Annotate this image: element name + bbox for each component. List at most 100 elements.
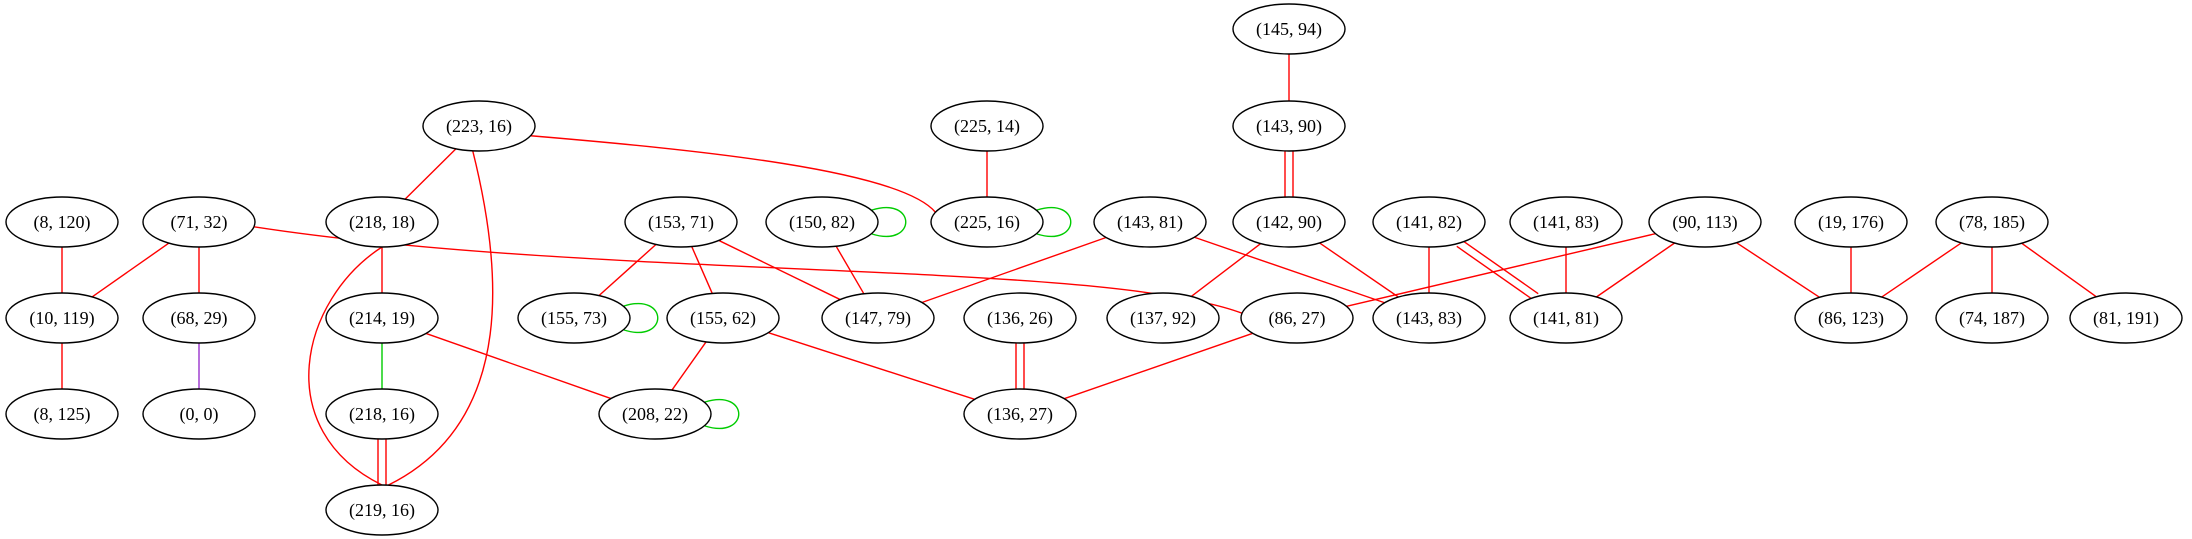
node-86-123: (86, 123): [1794, 292, 1908, 344]
edge-150-82-to-147-79: [835, 245, 865, 295]
edge-223-16-to-218-18: [404, 148, 457, 200]
node-label: (141, 83): [1533, 212, 1599, 233]
node-136-26: (136, 26): [963, 292, 1077, 344]
node-225-14: (225, 14): [930, 100, 1044, 152]
edge-143-81-to-147-79: [921, 236, 1107, 304]
node-ellipse: [1935, 196, 2049, 248]
self-loop-edge-155-73: [623, 303, 659, 333]
node-90-113: (90, 113): [1648, 196, 1762, 248]
node-143-81: (143, 81): [1093, 196, 1207, 248]
edge-155-62-to-208-22: [671, 341, 707, 391]
edge-141-82-to-141-81: [1460, 239, 1539, 295]
node-19-176: (19, 176): [1794, 196, 1908, 248]
node-ellipse: [821, 292, 935, 344]
node-137-92: (137, 92): [1106, 292, 1220, 344]
node-143-90: (143, 90): [1232, 100, 1346, 152]
edge-153-71-to-155-73: [598, 243, 657, 297]
node-label: (218, 16): [349, 404, 415, 425]
node-label: (143, 90): [1256, 116, 1322, 137]
node-ellipse: [765, 196, 879, 248]
edge-71-32-to-10-119: [91, 242, 170, 298]
nodes-layer: (145, 94)(143, 90)(142, 90)(223, 16)(225…: [5, 3, 2183, 536]
node-ellipse: [2069, 292, 2183, 344]
node-label: (8, 120): [34, 212, 91, 233]
node-219-16: (219, 16): [325, 484, 439, 536]
node-143-83: (143, 83): [1372, 292, 1486, 344]
node-223-16: (223, 16): [422, 100, 536, 152]
node-label: (86, 27): [1269, 308, 1326, 329]
node-label: (8, 125): [34, 404, 91, 425]
edge-90-113-to-86-27: [1346, 232, 1656, 308]
edge-214-19-to-208-22: [425, 332, 612, 400]
node-label: (150, 82): [789, 212, 855, 233]
node-ellipse: [930, 196, 1044, 248]
node-ellipse: [598, 388, 712, 440]
node-label: (68, 29): [171, 308, 228, 329]
node-68-29: (68, 29): [142, 292, 256, 344]
node-155-62: (155, 62): [666, 292, 780, 344]
node-label: (0, 0): [180, 404, 219, 425]
node-label: (225, 14): [954, 116, 1020, 137]
node-218-16: (218, 16): [325, 388, 439, 440]
edge-223-16-to-225-16: [530, 135, 936, 213]
self-loop-edge-225-16: [1036, 207, 1072, 237]
edge-223-16-to-219-16: [387, 150, 494, 486]
node-78-185: (78, 185): [1935, 196, 2049, 248]
node-ellipse: [666, 292, 780, 344]
node-81-191: (81, 191): [2069, 292, 2183, 344]
node-ellipse: [1509, 196, 1623, 248]
edges-layer: [61, 54, 2097, 486]
node-label: (147, 79): [845, 308, 911, 329]
node-ellipse: [1372, 196, 1486, 248]
node-ellipse: [1232, 100, 1346, 152]
node-153-71: (153, 71): [624, 196, 738, 248]
node-label: (223, 16): [446, 116, 512, 137]
node-ellipse: [1232, 3, 1346, 55]
edge-153-71-to-155-62: [691, 246, 713, 294]
node-label: (86, 123): [1818, 308, 1884, 329]
node-147-79: (147, 79): [821, 292, 935, 344]
node-225-16: (225, 16): [930, 196, 1044, 248]
node-label: (219, 16): [349, 500, 415, 521]
edge-143-81-to-143-83: [1194, 236, 1385, 304]
node-ellipse: [963, 292, 1077, 344]
edge-155-62-to-136-27: [768, 331, 975, 401]
node-ellipse: [325, 196, 439, 248]
node-label: (143, 81): [1117, 212, 1183, 233]
node-ellipse: [1093, 196, 1207, 248]
node-label: (214, 19): [349, 308, 415, 329]
edge-142-90-to-143-83: [1319, 242, 1399, 298]
node-142-90: (142, 90): [1232, 196, 1346, 248]
node-ellipse: [1372, 292, 1486, 344]
node-ellipse: [1232, 196, 1346, 248]
node-86-27: (86, 27): [1240, 292, 1354, 344]
node-label: (218, 18): [349, 212, 415, 233]
node-ellipse: [325, 388, 439, 440]
node-ellipse: [142, 388, 256, 440]
node-label: (10, 119): [29, 308, 94, 329]
edge-90-113-to-141-81: [1596, 242, 1675, 298]
node-141-82: (141, 82): [1372, 196, 1486, 248]
node-label: (155, 62): [690, 308, 756, 329]
node-150-82: (150, 82): [765, 196, 879, 248]
node-ellipse: [5, 292, 119, 344]
edge-78-185-to-86-123: [1881, 242, 1962, 298]
edge-90-113-to-86-123: [1736, 242, 1820, 298]
node-8-120: (8, 120): [5, 196, 119, 248]
node-ellipse: [1794, 292, 1908, 344]
edge-142-90-to-137-92: [1190, 243, 1262, 297]
node-label: (136, 27): [987, 404, 1053, 425]
node-ellipse: [325, 484, 439, 536]
node-label: (208, 22): [622, 404, 688, 425]
node-ellipse: [142, 196, 256, 248]
node-label: (81, 191): [2093, 308, 2159, 329]
node-label: (155, 73): [541, 308, 607, 329]
node-136-27: (136, 27): [963, 388, 1077, 440]
edge-86-27-to-136-27: [1064, 332, 1253, 400]
node-label: (141, 82): [1396, 212, 1462, 233]
node-label: (153, 71): [648, 212, 714, 233]
edge-141-82-to-141-81: [1456, 245, 1535, 301]
node-label: (142, 90): [1256, 212, 1322, 233]
edge-153-71-to-147-79: [718, 239, 841, 301]
